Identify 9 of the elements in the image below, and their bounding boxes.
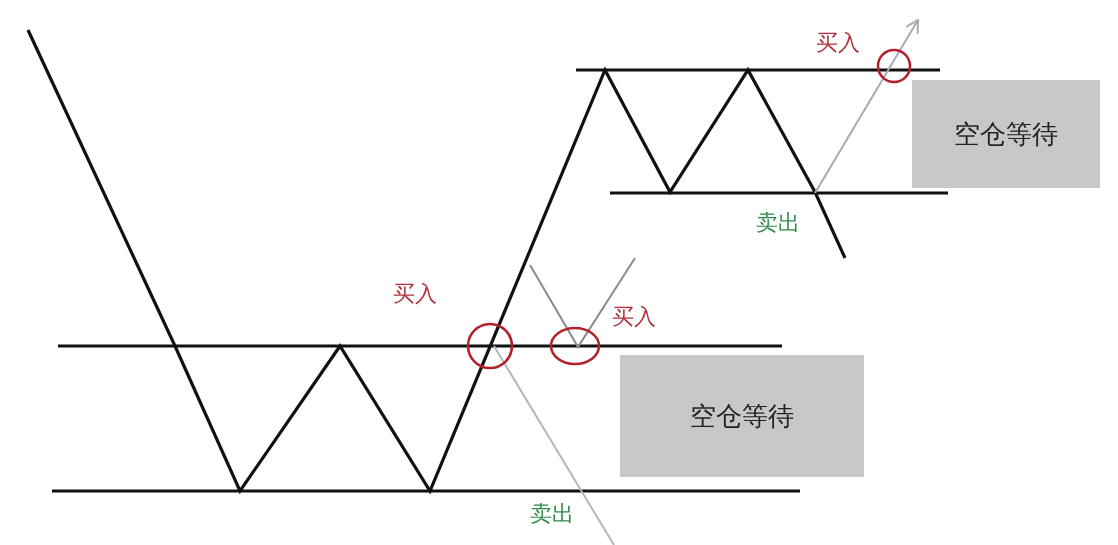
signal-label: 买入 [612, 306, 656, 328]
signal-label: 买入 [816, 32, 860, 54]
box-text: 空仓等待 [954, 117, 1058, 151]
signal-label: 卖出 [530, 503, 574, 525]
wait-box [912, 80, 1100, 188]
signal-label: 买入 [393, 283, 437, 305]
box-text: 空仓等待 [690, 399, 794, 433]
signal-label: 卖出 [756, 212, 800, 234]
wait-box [620, 355, 864, 477]
